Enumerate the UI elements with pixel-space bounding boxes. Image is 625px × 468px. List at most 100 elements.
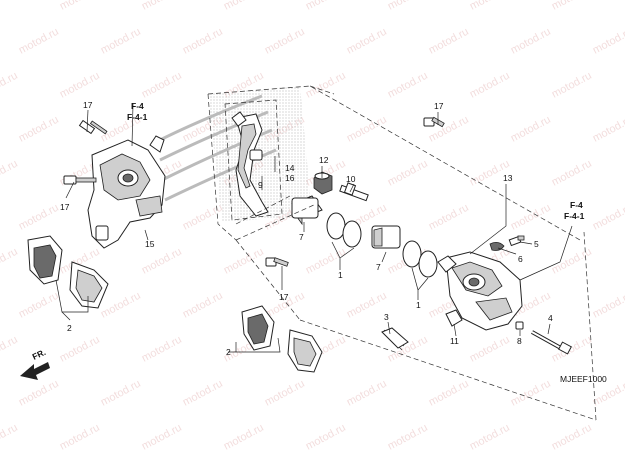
watermark-text: motod.ru (468, 422, 512, 453)
watermark-text: motod.ru (304, 422, 348, 453)
watermark-text: motod.ru (427, 26, 471, 57)
callout-1-right: 1 (416, 300, 421, 310)
watermark-text: motod.ru (304, 70, 348, 101)
watermark-text: motod.ru (345, 114, 389, 145)
watermark-text: motod.ru (263, 378, 307, 409)
watermark-text: motod.ru (591, 202, 625, 233)
callout-11: 11 (450, 336, 459, 346)
callout-2-left: 2 (67, 323, 72, 333)
callout-17-upper-left: 17 (83, 100, 93, 110)
seal-ring-1a-outer (326, 212, 346, 240)
callout-14: 14 (285, 163, 295, 173)
front-direction-arrow (20, 362, 50, 380)
callout-f4-left: F-4 (131, 101, 144, 111)
watermark-text: motod.ru (222, 0, 266, 13)
callout-13: 13 (503, 173, 513, 183)
brake-pad-center-a (241, 305, 275, 351)
watermark-text: motod.ru (0, 246, 20, 277)
callout-2-center: 2 (226, 347, 231, 357)
bolt-17-upper-right (423, 116, 445, 128)
callout-f41-left: F-4-1 (127, 112, 148, 122)
callout-7-right: 7 (376, 262, 381, 272)
pin-boot-12 (313, 171, 333, 195)
watermark-text: motod.ru (58, 334, 102, 365)
watermark-text: motod.ru (140, 246, 184, 277)
callout-16: 16 (285, 173, 295, 183)
watermark-text: motod.ru (17, 378, 61, 409)
pad-retainer-bracket (231, 111, 269, 217)
watermark-text: motod.ru (263, 26, 307, 57)
brake-pad-left-a (27, 235, 63, 285)
watermark-text: motod.ru (468, 334, 512, 365)
watermark-text: motod.ru (591, 290, 625, 321)
seal-ring-1a-inner (342, 220, 362, 248)
watermark-text: motod.ru (468, 70, 512, 101)
watermark-text: motod.ru (509, 114, 553, 145)
watermark-text: motod.ru (509, 26, 553, 57)
callout-f41-right: F-4-1 (564, 211, 585, 221)
leader-lines (55, 85, 597, 421)
watermark-text: motod.ru (509, 202, 553, 233)
watermark-text: motod.ru (550, 0, 594, 13)
diagram-code: MJEEF1000 (560, 374, 607, 384)
watermark-text: motod.ru (222, 246, 266, 277)
callout-9: 9 (258, 180, 263, 190)
watermark-text: motod.ru (181, 378, 225, 409)
watermark-text: motod.ru (550, 158, 594, 189)
bolt-17-lower-left (63, 175, 97, 185)
watermark-text: motod.ru (591, 114, 625, 145)
watermark-text: motod.ru (0, 158, 20, 189)
callout-5: 5 (534, 239, 539, 249)
watermark-text: motod.ru (509, 378, 553, 409)
watermark-text: motod.ru (17, 290, 61, 321)
watermark-text: motod.ru (550, 70, 594, 101)
watermark-text: motod.ru (181, 290, 225, 321)
brake-pad-left-b (69, 261, 109, 309)
watermark-text: motod.ru (140, 0, 184, 13)
watermark-text: motod.ru (591, 26, 625, 57)
callout-17-center: 17 (279, 292, 289, 302)
bolt-17-upper-left (78, 119, 108, 135)
watermark-text: motod.ru (386, 422, 430, 453)
watermark-text: motod.ru (17, 202, 61, 233)
watermark-text: motod.ru (99, 290, 143, 321)
watermark-text: motod.ru (58, 0, 102, 13)
seal-ring-1b-inner (418, 250, 438, 278)
watermark-text: motod.ru (181, 202, 225, 233)
watermark-text: motod.ru (140, 422, 184, 453)
watermark-text: motod.ru (99, 378, 143, 409)
caliper-body-13 (437, 251, 523, 331)
watermark-text: motod.ru (345, 26, 389, 57)
callout-6: 6 (518, 254, 523, 264)
callout-f4-right: F-4 (570, 200, 583, 210)
left-caliper-assembly (87, 135, 166, 249)
front-direction-label: FR. (31, 347, 48, 362)
watermark-text: motod.ru (345, 378, 389, 409)
watermark-text: motod.ru (17, 114, 61, 145)
piston-7a (291, 195, 323, 226)
watermark-text: motod.ru (468, 0, 512, 13)
watermark-text: motod.ru (99, 26, 143, 57)
watermark-text: motod.ru (550, 422, 594, 453)
watermark-text: motod.ru (386, 70, 430, 101)
callout-10: 10 (346, 174, 356, 184)
callout-1-left: 1 (338, 270, 343, 280)
bolt-17-center (265, 257, 289, 267)
watermark-text: motod.ru (140, 70, 184, 101)
watermark-text: motod.ru (222, 422, 266, 453)
watermark-text: motod.ru (58, 70, 102, 101)
watermark-text: motod.ru (0, 0, 20, 13)
watermark-text: motod.ru (386, 0, 430, 13)
pad-pin-4 (531, 330, 572, 355)
plug-8 (515, 321, 524, 330)
piston-7b (371, 225, 401, 249)
watermark-text: motod.ru (427, 378, 471, 409)
watermark-text: motod.ru (58, 422, 102, 453)
callout-17-lower-left: 17 (60, 202, 70, 212)
emblem-wing-stripes (159, 94, 277, 202)
seal-ring-1b-outer (402, 240, 422, 268)
watermark-text: motod.ru (345, 290, 389, 321)
callout-7-left: 7 (299, 232, 304, 242)
